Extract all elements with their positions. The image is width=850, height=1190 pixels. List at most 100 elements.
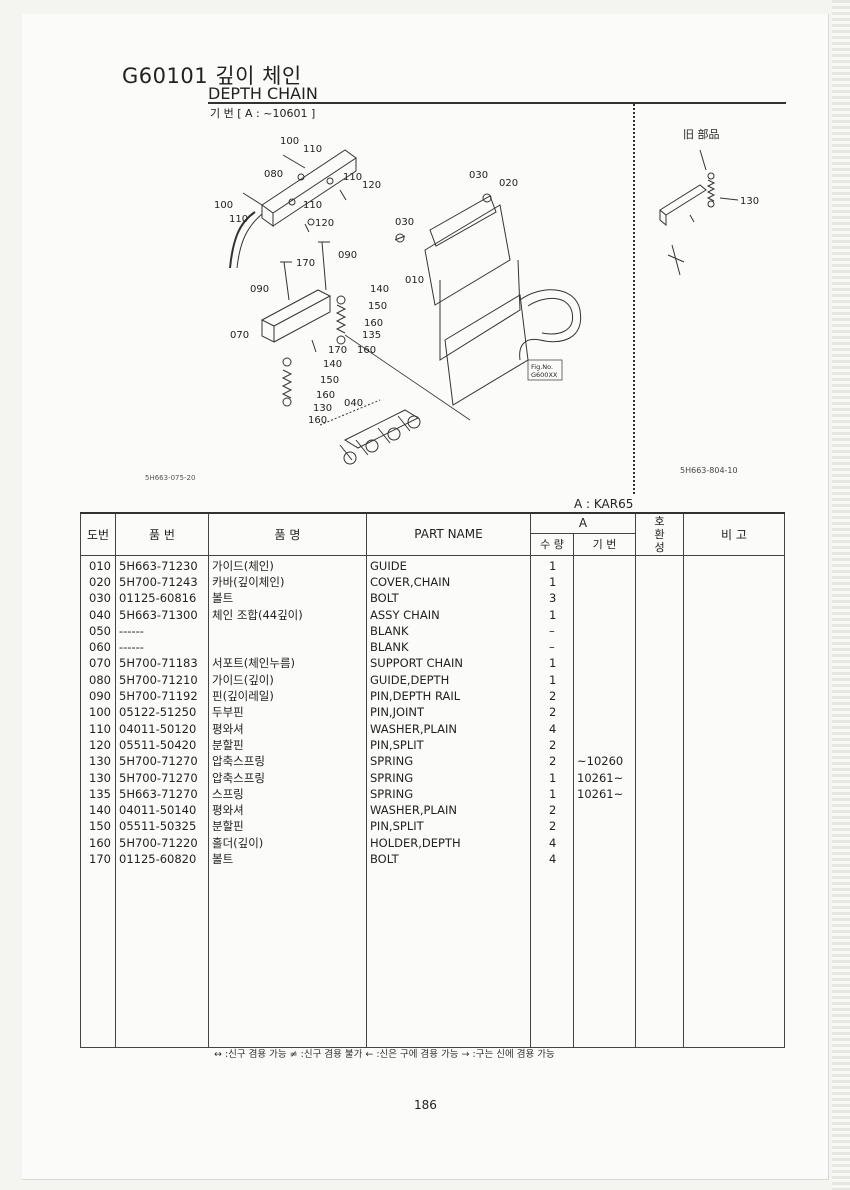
page-number: 186: [414, 1098, 437, 1112]
callout-160: 160: [357, 345, 376, 356]
callout-110: 110: [229, 214, 248, 225]
row-name-korean: [208, 638, 367, 656]
callout-130: 130: [740, 196, 759, 207]
row-part-number: 04011-50120: [115, 720, 209, 737]
row-serial: [573, 834, 636, 851]
parts-table: 도번 품 번 품 명 PART NAME A 호환성 비 고 수 량 기 번 0…: [80, 512, 785, 1049]
row-ref-no: 140: [80, 801, 116, 819]
callout-040: 040: [344, 398, 363, 409]
row-quantity: 1: [530, 555, 574, 574]
diagram-divider: [633, 104, 635, 494]
header-no: 도번: [80, 512, 116, 556]
row-serial: [573, 622, 636, 639]
callout-100: 100: [214, 200, 233, 211]
row-part-name: BLANK: [366, 622, 531, 639]
fig-ref-code: G600XX: [531, 371, 558, 379]
row-part-number: 05122-51250: [115, 704, 209, 721]
row-remarks: [683, 818, 785, 835]
row-quantity: 1: [530, 671, 574, 688]
callout-090: 090: [250, 284, 269, 295]
row-remarks: [683, 606, 785, 623]
row-ref-no: 160: [80, 834, 116, 851]
callout-010: 010: [405, 275, 424, 286]
row-serial: [573, 671, 636, 688]
row-interchange: [635, 671, 684, 688]
row-quantity: 1: [530, 606, 574, 623]
row-part-number: 5H700-71270: [115, 753, 209, 770]
page-title-english: DEPTH CHAIN: [208, 84, 318, 103]
row-quantity: 2: [530, 818, 574, 835]
row-name-korean: 홀더(깊이): [208, 834, 367, 851]
callout-labels: 100 110 080 110 120 100 110 110 120 170 …: [214, 136, 759, 426]
row-ref-no: 135: [80, 785, 116, 802]
row-part-number: 5H700-71243: [115, 573, 209, 591]
row-part-name: SUPPORT CHAIN: [366, 655, 531, 672]
row-part-number: 5H700-71270: [115, 769, 209, 786]
callout-150: 150: [320, 375, 339, 386]
row-interchange: [635, 769, 684, 786]
row-serial: [573, 638, 636, 656]
row-remarks: [683, 850, 785, 868]
row-ref-no: 040: [80, 606, 116, 623]
row-remarks: [683, 573, 785, 591]
row-part-number: 5H700-71192: [115, 687, 209, 705]
row-quantity: 1: [530, 655, 574, 672]
row-ref-no: 130: [80, 769, 116, 786]
row-name-korean: 카바(깊이체인): [208, 573, 367, 591]
row-part-number: 05511-50420: [115, 736, 209, 754]
row-interchange: [635, 606, 684, 623]
row-interchange: [635, 622, 684, 639]
row-ref-no: 150: [80, 818, 116, 835]
callout-090: 090: [338, 250, 357, 261]
row-name-korean: 체인 조합(44깊이): [208, 606, 367, 623]
callout-160: 160: [316, 390, 335, 401]
row-remarks: [683, 687, 785, 705]
header-part-no: 품 번: [115, 512, 209, 556]
row-remarks: [683, 834, 785, 851]
exploded-parts-diagram: 100 110 080 110 120 100 110 110 120 170 …: [214, 136, 759, 465]
row-remarks: [683, 736, 785, 754]
row-ref-no: 070: [80, 655, 116, 672]
row-ref-no: 120: [80, 736, 116, 754]
title-underline: [208, 102, 786, 104]
callout-020: 020: [499, 178, 518, 189]
row-part-name: BLANK: [366, 638, 531, 656]
empty-cell: [635, 867, 684, 1049]
row-interchange: [635, 655, 684, 672]
row-part-name: SPRING: [366, 785, 531, 802]
row-remarks: [683, 704, 785, 721]
row-part-name: SPRING: [366, 753, 531, 770]
fig-ref-label: Fig.No.: [531, 363, 553, 371]
row-interchange: [635, 573, 684, 591]
row-interchange: [635, 818, 684, 835]
row-name-korean: 평와셔: [208, 801, 367, 819]
empty-cell: [115, 867, 209, 1049]
row-remarks: [683, 671, 785, 688]
header-serial: 기 번: [573, 532, 636, 556]
callout-120: 120: [315, 218, 334, 229]
row-quantity: –: [530, 638, 574, 656]
row-part-number: ------: [115, 622, 209, 639]
row-quantity: 4: [530, 850, 574, 868]
row-serial: [573, 606, 636, 623]
empty-cell: [573, 867, 636, 1049]
row-name-korean: 스프링: [208, 785, 367, 802]
row-remarks: [683, 720, 785, 737]
row-ref-no: 170: [80, 850, 116, 868]
row-part-name: PIN,SPLIT: [366, 736, 531, 754]
row-part-name: GUIDE,DEPTH: [366, 671, 531, 688]
row-ref-no: 020: [80, 573, 116, 591]
row-ref-no: 090: [80, 687, 116, 705]
